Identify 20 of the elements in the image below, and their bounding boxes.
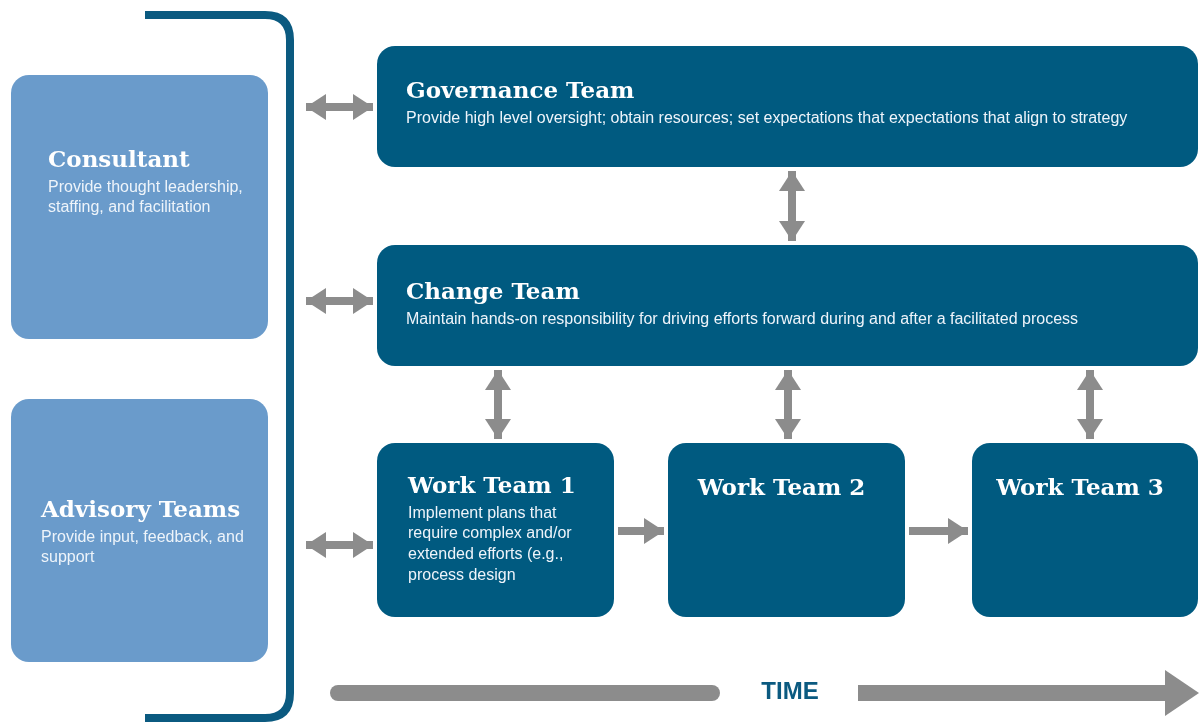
box-description: Provide input, feedback, and support [41, 526, 245, 568]
team-box [972, 443, 1198, 617]
team-box [377, 443, 614, 617]
box-heading: Work Team 2 [696, 473, 867, 501]
box-description: Maintain hands-on responsibility for driving efforts forward during and after a facilitated process [406, 308, 1080, 329]
box-heading: Advisory Teams [41, 495, 242, 523]
team-box [377, 245, 1198, 366]
role-card [11, 75, 268, 339]
time-label: TIME [760, 677, 820, 705]
box-description: Provide high level oversight; obtain resources; set expectations that expectations that align to strategy [406, 107, 1129, 128]
box-heading: Work Team 1 [408, 471, 577, 499]
box-heading: Work Team 3 [995, 473, 1165, 501]
box-description: Implement plans that require complex and/or extended efforts (e.g., process design [408, 502, 573, 585]
box-heading: Change Team [406, 277, 581, 305]
team-box [377, 46, 1198, 167]
role-card [11, 399, 268, 662]
box-description: Provide thought leadership, staffing, and facilitation [48, 176, 244, 218]
box-heading: Governance Team [406, 76, 636, 104]
box-heading: Consultant [48, 145, 191, 173]
team-box [668, 443, 905, 617]
